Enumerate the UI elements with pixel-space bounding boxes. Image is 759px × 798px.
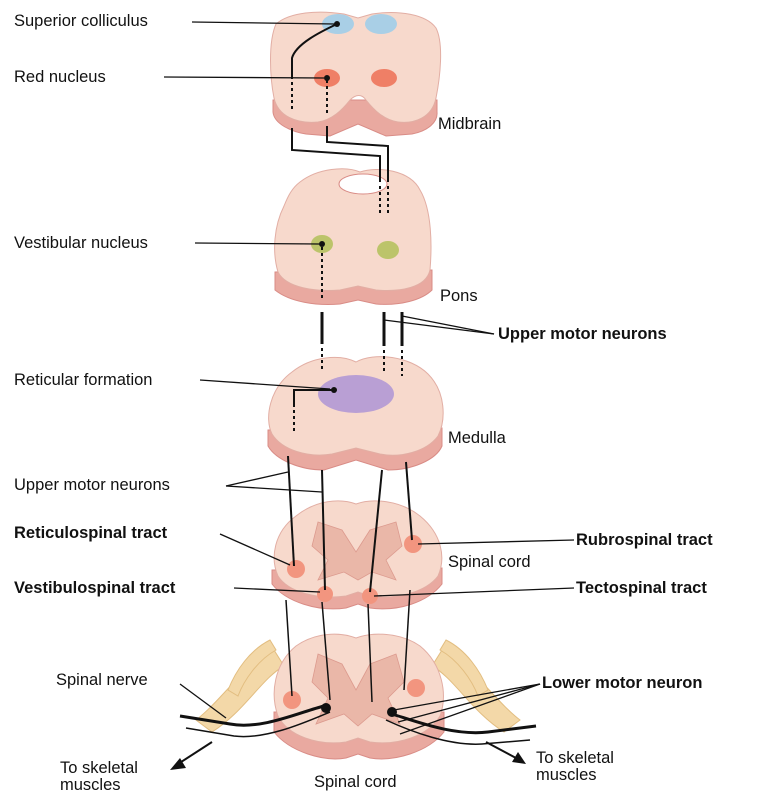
leader-umn-2 xyxy=(226,486,322,492)
label-upper-motor-neurons-bold: Upper motor neurons xyxy=(498,326,667,343)
red-nucleus-right xyxy=(371,69,397,87)
arrow-left xyxy=(178,742,212,764)
midbrain-section xyxy=(271,12,441,136)
label-vestibulospinal-tract: Vestibulospinal tract xyxy=(14,580,175,597)
leader-umn-1 xyxy=(226,472,288,486)
label-midbrain: Midbrain xyxy=(438,116,501,133)
leader-rubrospinal xyxy=(418,540,574,544)
label-upper-motor-neurons: Upper motor neurons xyxy=(14,477,170,494)
label-red-nucleus: Red nucleus xyxy=(14,69,106,86)
label-superior-colliculus: Superior colliculus xyxy=(14,13,148,30)
lower-right-tract-spot xyxy=(407,679,425,697)
reticulospinal-spot xyxy=(287,560,305,578)
label-lower-motor-neuron: Lower motor neuron xyxy=(542,675,702,692)
label-to-skeletal-muscles-right: To skeletal muscles xyxy=(536,750,626,785)
label-spinal-cord-upper: Spinal cord xyxy=(448,554,531,571)
label-pons: Pons xyxy=(440,288,478,305)
medulla-section xyxy=(268,357,443,470)
vestibular-neuron-dot xyxy=(319,241,325,247)
label-vestibular-nucleus: Vestibular nucleus xyxy=(14,235,148,252)
label-spinal-cord-lower: Spinal cord xyxy=(314,774,397,791)
label-spinal-nerve: Spinal nerve xyxy=(56,672,148,689)
vestibular-nucleus-right xyxy=(377,241,399,259)
label-tectospinal-tract: Tectospinal tract xyxy=(576,580,707,597)
label-rubrospinal-tract: Rubrospinal tract xyxy=(576,532,713,549)
label-medulla: Medulla xyxy=(448,430,506,447)
arrow-right xyxy=(486,742,516,758)
label-reticular-formation: Reticular formation xyxy=(14,372,152,389)
spinal-cord-lower-section xyxy=(274,634,444,759)
label-reticulospinal-tract: Reticulospinal tract xyxy=(14,525,167,542)
superior-colliculus-right xyxy=(365,14,397,34)
spinal-cord-upper-section xyxy=(272,501,442,609)
lmn-cell-left xyxy=(322,704,330,712)
reticular-formation-area xyxy=(318,375,394,413)
leader-umn-bold-2 xyxy=(402,316,494,334)
label-to-skeletal-muscles-left: To skeletal muscles xyxy=(60,760,150,795)
pons-section xyxy=(275,169,432,305)
